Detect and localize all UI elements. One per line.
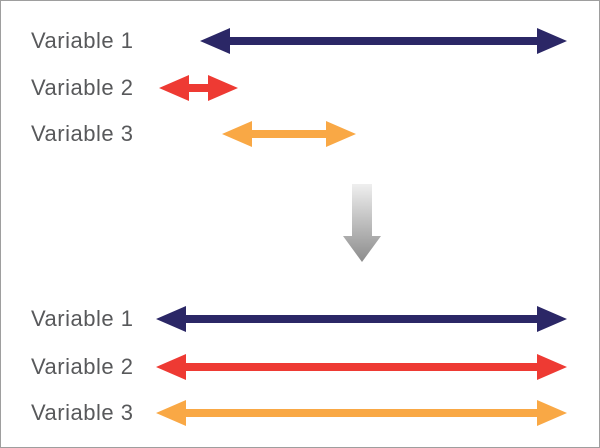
down-arrow-icon <box>343 184 381 262</box>
double-arrow-icon <box>156 306 567 332</box>
double-arrow-icon <box>156 400 567 426</box>
double-arrow-icon <box>222 121 356 147</box>
variable-row: Variable 2 <box>1 68 599 108</box>
double-arrow-icon <box>156 354 567 380</box>
variable-row: Variable 1 <box>1 299 599 339</box>
double-arrow-icon <box>159 75 238 101</box>
variable-row: Variable 1 <box>1 21 599 61</box>
variable-row: Variable 3 <box>1 114 599 154</box>
variable-label: Variable 2 <box>31 75 134 100</box>
variable-label: Variable 1 <box>31 306 134 331</box>
variable-row: Variable 3 <box>1 393 599 433</box>
variable-label: Variable 3 <box>31 121 134 146</box>
variable-label: Variable 1 <box>31 28 134 53</box>
variable-label: Variable 3 <box>31 400 134 425</box>
double-arrow-icon <box>200 28 567 54</box>
variable-row: Variable 2 <box>1 347 599 387</box>
variable-label: Variable 2 <box>31 354 134 379</box>
